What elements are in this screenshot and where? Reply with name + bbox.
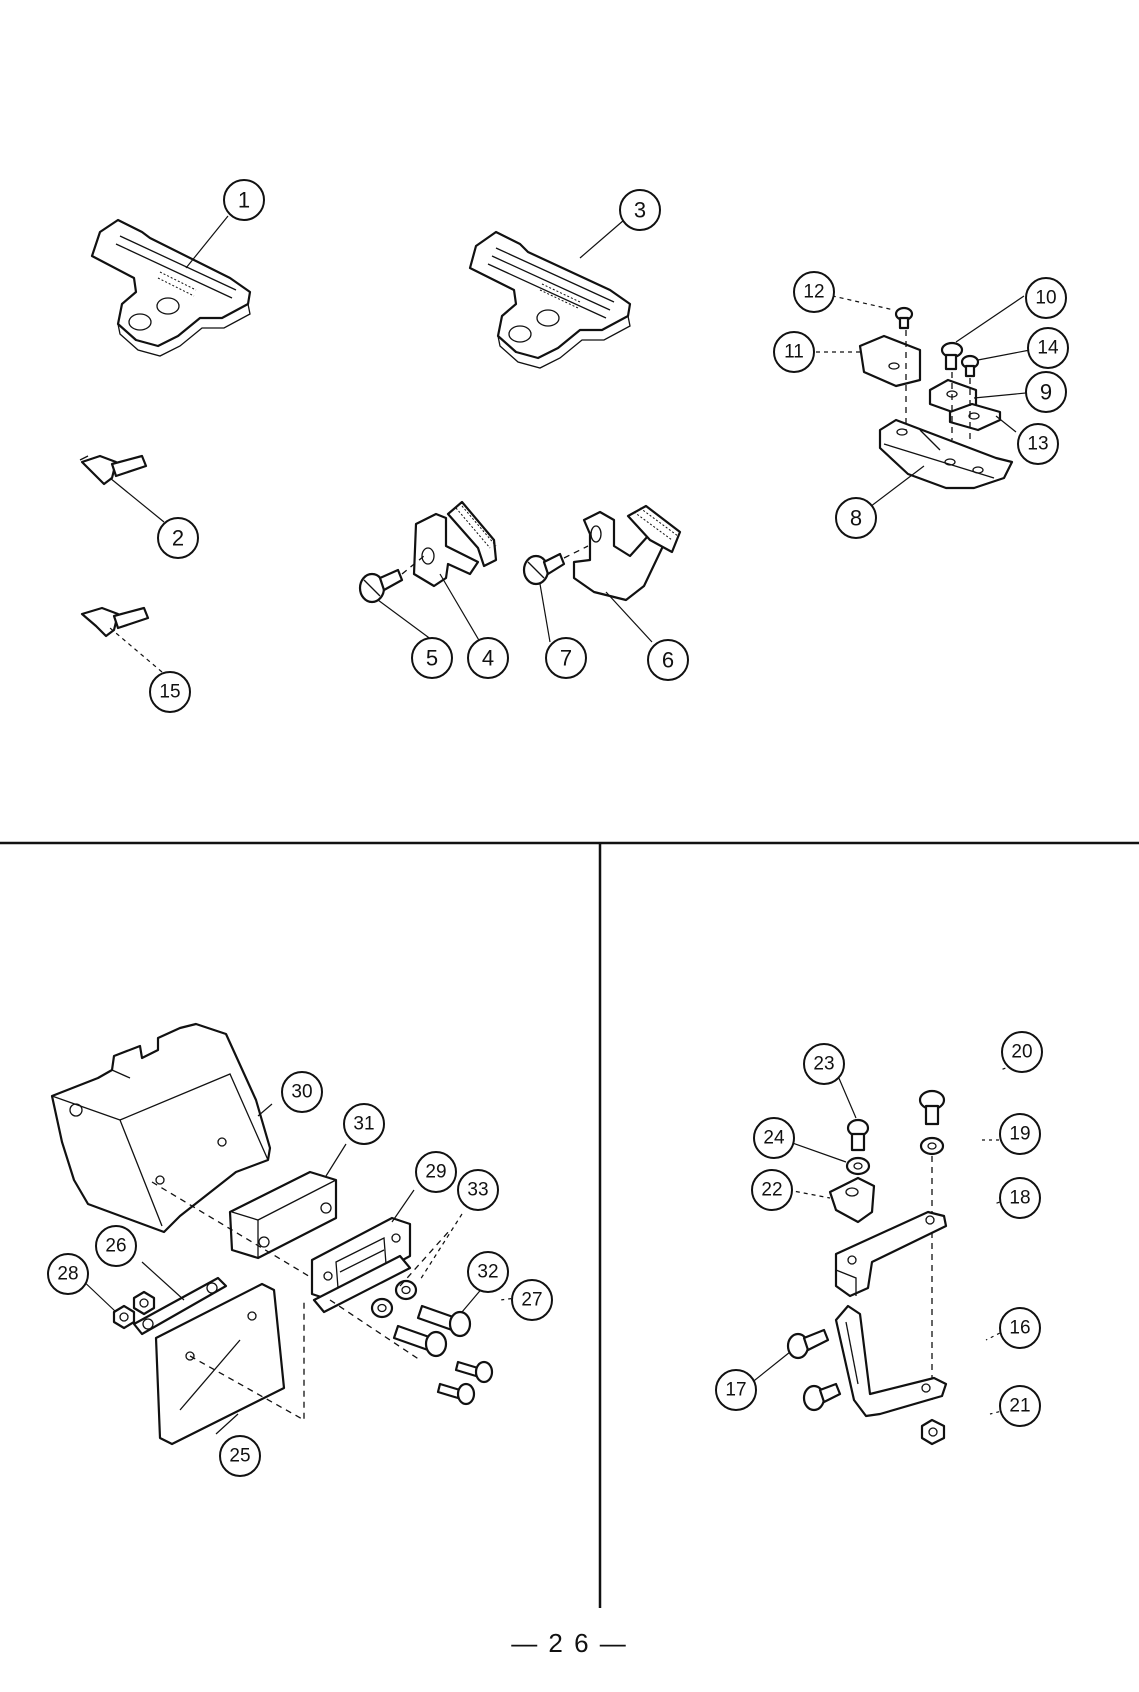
callout-26: 26 [96, 1226, 136, 1266]
svg-text:12: 12 [803, 282, 824, 303]
callout-5: 5 [412, 638, 452, 678]
screw-20 [920, 1091, 944, 1124]
thumb-screw-15 [82, 608, 148, 636]
callout-31: 31 [344, 1104, 384, 1144]
callout-13: 13 [1018, 424, 1058, 464]
needle-plate-1 [92, 220, 250, 356]
needle-plate-3 [470, 232, 630, 368]
callout-14: 14 [1028, 328, 1068, 368]
svg-text:6: 6 [662, 648, 674, 673]
callout-4: 4 [468, 638, 508, 678]
svg-text:21: 21 [1009, 1396, 1030, 1417]
svg-text:29: 29 [425, 1162, 446, 1183]
svg-text:19: 19 [1009, 1124, 1030, 1145]
callout-7: 7 [546, 638, 586, 678]
feed-dog-6 [574, 506, 680, 600]
callout-23: 23 [804, 1044, 844, 1084]
magnet-31 [230, 1172, 336, 1258]
svg-text:2: 2 [172, 526, 184, 551]
svg-text:16: 16 [1009, 1318, 1030, 1339]
callout-10: 10 [1026, 278, 1066, 318]
callout-18: 18 [1000, 1178, 1040, 1218]
svg-text:5: 5 [426, 646, 438, 671]
svg-text:9: 9 [1040, 380, 1052, 405]
svg-text:24: 24 [763, 1128, 785, 1149]
screw-27 [456, 1362, 492, 1382]
presser-foot-8 [880, 420, 1012, 488]
screw-10 [942, 343, 962, 369]
callout-12: 12 [794, 272, 834, 312]
screw-32 [418, 1306, 470, 1336]
screw-23 [848, 1120, 868, 1150]
arm-18 [836, 1212, 946, 1296]
washer-33b [372, 1299, 392, 1317]
callout-30: 30 [282, 1072, 322, 1112]
screw-14 [962, 356, 978, 376]
svg-text:7: 7 [560, 646, 572, 671]
bracket-16 [836, 1306, 946, 1416]
callout-9: 9 [1026, 372, 1066, 412]
screw-32b [394, 1326, 446, 1356]
svg-text:26: 26 [105, 1236, 126, 1257]
screw-27b [438, 1384, 474, 1404]
svg-text:10: 10 [1035, 288, 1056, 309]
svg-text:30: 30 [291, 1082, 312, 1103]
svg-text:25: 25 [229, 1446, 250, 1467]
feed-dog-4 [414, 502, 496, 586]
bracket-22 [830, 1178, 874, 1222]
svg-text:11: 11 [784, 342, 804, 363]
screw-17 [788, 1330, 828, 1358]
svg-text:31: 31 [353, 1114, 374, 1135]
callout-32: 32 [468, 1252, 508, 1292]
callout-19: 19 [1000, 1114, 1040, 1154]
svg-text:20: 20 [1011, 1042, 1032, 1063]
callout-25: 25 [220, 1436, 260, 1476]
svg-text:22: 22 [761, 1180, 782, 1201]
callout-22: 22 [752, 1170, 792, 1210]
callout-24: 24 [754, 1118, 794, 1158]
svg-text:8: 8 [850, 506, 862, 531]
svg-text:32: 32 [477, 1262, 498, 1283]
callout-6: 6 [648, 640, 688, 680]
callout-33: 33 [458, 1170, 498, 1210]
washer-33 [396, 1281, 416, 1299]
washer-24 [847, 1158, 869, 1174]
callout-15: 15 [150, 672, 190, 712]
callout-21: 21 [1000, 1386, 1040, 1426]
nut-28b [134, 1292, 154, 1314]
callout-17: 17 [716, 1370, 756, 1410]
screw-17b [804, 1384, 840, 1410]
washer-19 [921, 1138, 943, 1154]
svg-text:33: 33 [467, 1180, 488, 1201]
svg-text:18: 18 [1009, 1188, 1030, 1209]
callout-1: 1 [224, 180, 264, 220]
callout-11: 11 [774, 332, 814, 372]
callout-27: 27 [512, 1280, 552, 1320]
page-number: — 2 6 — [0, 1628, 1139, 1659]
svg-text:15: 15 [159, 682, 180, 703]
svg-text:17: 17 [725, 1380, 746, 1401]
callout-2: 2 [158, 518, 198, 558]
callout-28: 28 [48, 1254, 88, 1294]
callout-29: 29 [416, 1152, 456, 1192]
svg-text:3: 3 [634, 198, 646, 223]
callout-20: 20 [1002, 1032, 1042, 1072]
svg-text:23: 23 [813, 1054, 834, 1075]
callout-3: 3 [620, 190, 660, 230]
callout-8: 8 [836, 498, 876, 538]
svg-text:28: 28 [57, 1264, 78, 1285]
svg-text:27: 27 [521, 1290, 542, 1311]
screw-12 [896, 308, 912, 328]
bracket-11 [860, 336, 920, 386]
nut-21 [922, 1420, 944, 1444]
callout-16: 16 [1000, 1308, 1040, 1348]
cover-30 [52, 1024, 270, 1232]
hinge-29 [312, 1218, 410, 1312]
nut-28 [114, 1306, 134, 1328]
svg-text:13: 13 [1027, 434, 1048, 455]
svg-text:1: 1 [238, 188, 250, 213]
svg-text:14: 14 [1037, 338, 1059, 359]
svg-text:4: 4 [482, 646, 494, 671]
